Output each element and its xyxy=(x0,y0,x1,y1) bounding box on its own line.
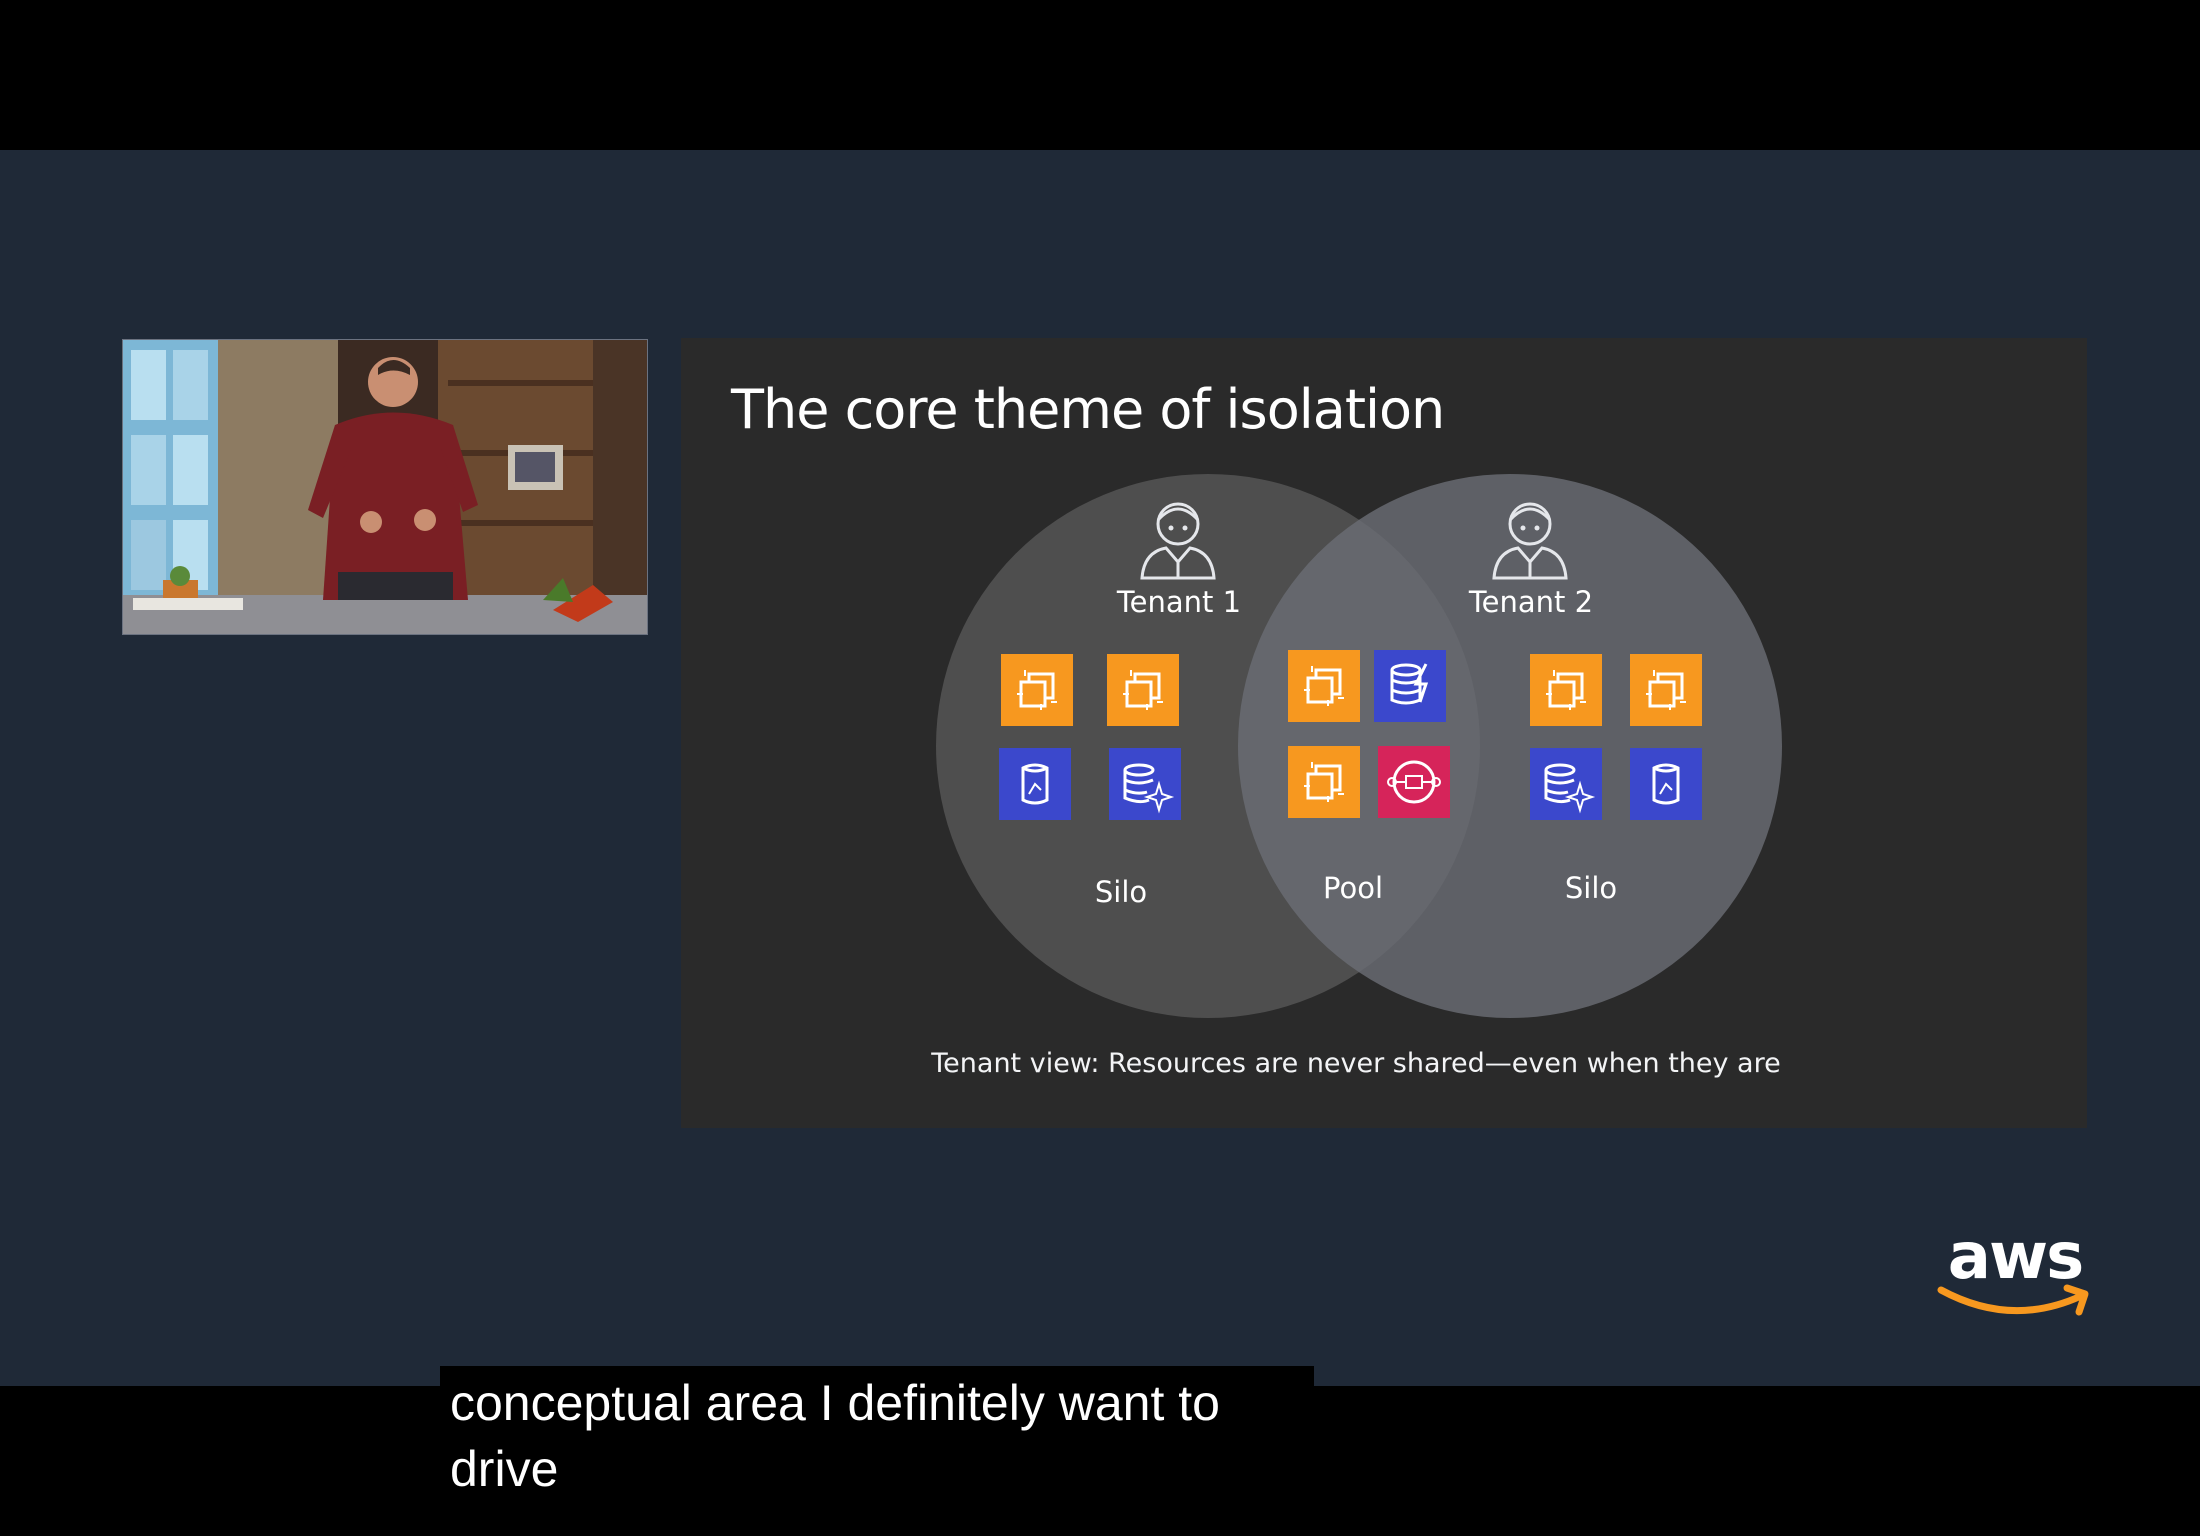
slide-caption: Tenant view: Resources are never shared—… xyxy=(931,1048,1781,1079)
compute-icon xyxy=(1105,652,1181,728)
queue-icon xyxy=(1376,744,1452,820)
presentation-slide: The core theme of isolation xyxy=(681,338,2087,1128)
presenter-video xyxy=(122,339,648,635)
database-icon xyxy=(1628,746,1704,822)
compute-icon xyxy=(1528,652,1604,728)
tenant-2-circle xyxy=(1238,474,1782,1018)
silo-left-label: Silo xyxy=(1095,875,1147,909)
database-icon xyxy=(1528,746,1604,822)
aws-logo: aws xyxy=(1935,1222,2095,1332)
venn-diagram: Tenant 1 Tenant 2 Silo Pool Silo xyxy=(936,474,1782,1018)
compute-icon xyxy=(1286,744,1362,820)
database-icon xyxy=(1107,746,1183,822)
tenant-1-label: Tenant 1 xyxy=(1116,585,1241,619)
tenant-2-label: Tenant 2 xyxy=(1468,585,1593,619)
caption-line-1: conceptual area I definitely want to xyxy=(450,1375,1220,1431)
database-cache-icon xyxy=(1372,648,1448,724)
presenter-video-image xyxy=(123,340,647,634)
slide-title: The core theme of isolation xyxy=(731,378,1445,441)
pool-label: Pool xyxy=(1323,871,1383,905)
aws-logo-text: aws xyxy=(1947,1220,2084,1294)
aws-smile-icon xyxy=(1937,1284,2089,1316)
compute-icon xyxy=(1628,652,1704,728)
compute-icon xyxy=(1286,648,1362,724)
database-icon xyxy=(997,746,1073,822)
compute-icon xyxy=(999,652,1075,728)
closed-captions: conceptual area I definitely want to dri… xyxy=(440,1366,1314,1508)
silo-right-label: Silo xyxy=(1565,871,1617,905)
caption-line-2: drive xyxy=(450,1441,559,1497)
